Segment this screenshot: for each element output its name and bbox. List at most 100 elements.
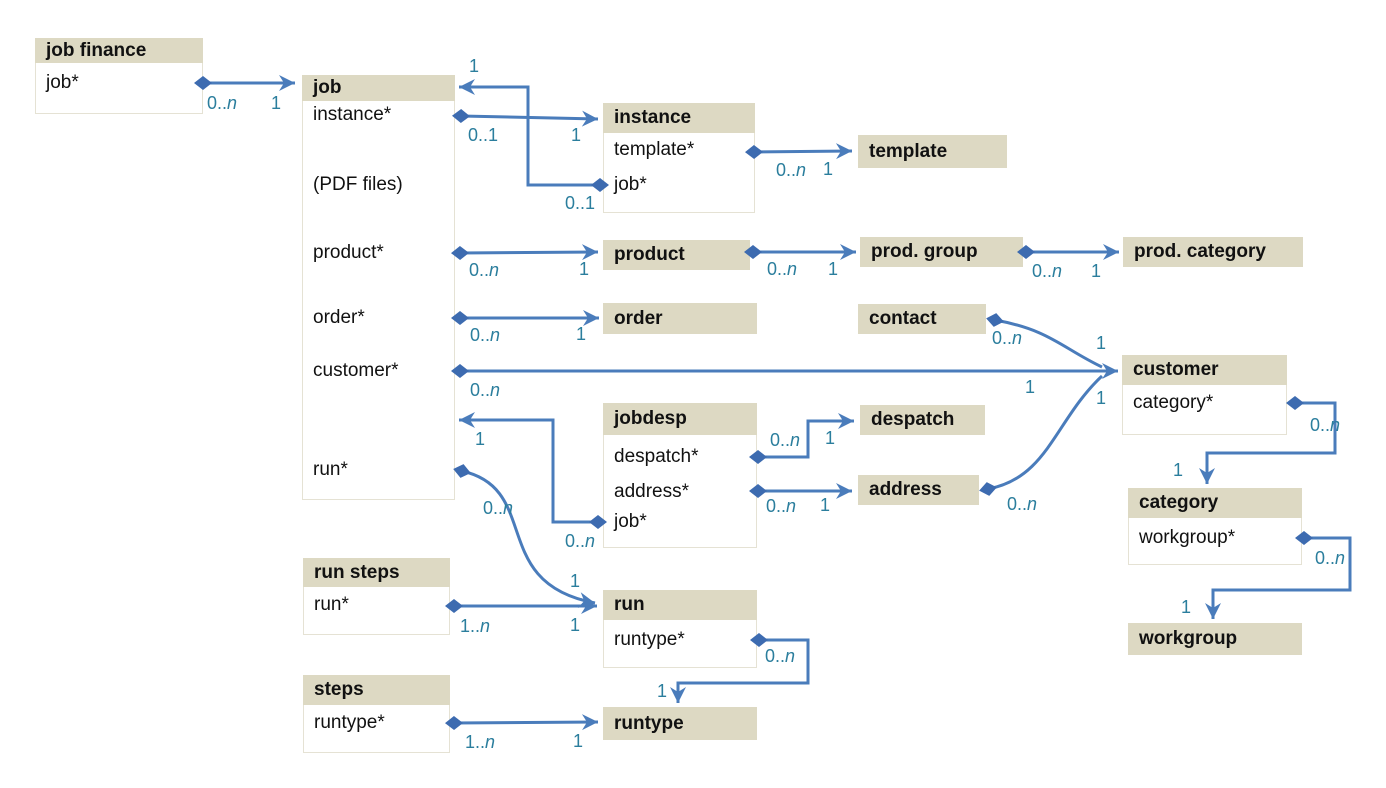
entity-title-address: address: [858, 475, 979, 505]
cardinality-label-job-order: 1: [576, 324, 586, 344]
entity-job-finance: job finance job*: [35, 38, 203, 114]
entity-title-prod-category: prod. category: [1123, 237, 1303, 267]
cardinality-label-steps-runtype: 1: [573, 731, 583, 751]
entity-body-run-steps: [303, 587, 450, 635]
cardinality-label-address-customer: 0..n: [1007, 494, 1037, 514]
field-customer-category: category*: [1133, 392, 1214, 413]
field-job-finance-job: job*: [46, 72, 79, 93]
field-instance-template: template*: [614, 139, 695, 160]
connector-jobdesp-job: [459, 412, 607, 529]
connector-job-run: [453, 464, 596, 608]
cardinality-label-steps-runtype: 1..n: [465, 732, 495, 752]
field-job-run: run*: [313, 459, 348, 480]
cardinality-label-contact-customer: 0..n: [992, 328, 1022, 348]
cardinality-label-runsteps-run: 1..n: [460, 616, 490, 636]
entity-prod-group: prod. group: [860, 237, 1023, 267]
entity-instance: instance template* job*: [603, 103, 755, 213]
entity-title-customer: customer: [1122, 355, 1287, 385]
cardinality-label-jobdesp-job: 1: [475, 429, 485, 449]
cardinality-label-instance-template: 1: [823, 159, 833, 179]
cardinality-label-instance-job: 0..1: [565, 193, 595, 213]
cardinality-label-job-product: 1: [579, 259, 589, 279]
entity-title-prod-group: prod. group: [860, 237, 1023, 267]
cardinality-label-category-workgroup: 0..n: [1315, 548, 1345, 568]
cardinality-label-jobfinance-job: 1: [271, 93, 281, 113]
cardinality-label-category-workgroup: 1: [1181, 597, 1191, 617]
field-jobdesp-despatch: despatch*: [614, 446, 699, 467]
cardinality-label-product-prodgroup: 1: [828, 259, 838, 279]
connector-contact-customer: [986, 313, 1103, 369]
cardinality-label-jobdesp-despatch: 1: [825, 428, 835, 448]
cardinality-label-customer-category: 0..n: [1310, 415, 1340, 435]
entity-run-steps: run steps run*: [303, 558, 450, 635]
field-job-customer: customer*: [313, 360, 399, 381]
entity-contact: contact: [858, 304, 986, 334]
field-job-instance: instance*: [313, 104, 392, 125]
cardinality-label-job-instance: 1: [571, 125, 581, 145]
field-job-PDFfiles: (PDF files): [313, 174, 403, 195]
field-run-steps-run: run*: [314, 594, 349, 615]
cardinality-label-jobdesp-address: 1: [820, 495, 830, 515]
entity-prod-category: prod. category: [1123, 237, 1303, 267]
connector-job-product: [451, 244, 599, 261]
cardinality-label-run-runtype: 1: [657, 681, 667, 701]
cardinality-label-runsteps-run: 1: [570, 615, 580, 635]
connector-address-customer: [979, 374, 1104, 496]
field-run-runtype: runtype*: [614, 629, 685, 650]
entity-title-despatch: despatch: [860, 405, 985, 435]
entity-template: template: [858, 135, 1007, 168]
cardinality-label-contact-customer: 1: [1096, 333, 1106, 353]
entity-runtype: runtype: [603, 707, 757, 740]
entity-despatch: despatch: [860, 405, 985, 435]
entity-title-steps: steps: [303, 675, 450, 705]
entity-title-product: product: [603, 240, 750, 270]
entity-body-steps: [303, 705, 450, 753]
connector-instance-template: [745, 143, 853, 160]
entity-title-workgroup: workgroup: [1128, 623, 1302, 655]
cardinality-label-job-customer: 0..n: [470, 380, 500, 400]
entity-product: product: [603, 240, 750, 270]
cardinality-label-instance-template: 0..n: [776, 160, 806, 180]
cardinality-label-prodgroup-prodcategory: 1: [1091, 261, 1101, 281]
cardinality-label-job-product: 0..n: [469, 260, 499, 280]
cardinality-label-address-customer: 1: [1096, 388, 1106, 408]
cardinality-label-jobdesp-job: 0..n: [565, 531, 595, 551]
cardinality-label-job-run: 1: [570, 571, 580, 591]
entity-order: order: [603, 303, 757, 334]
entity-title-instance: instance: [603, 103, 755, 133]
cardinality-label-run-runtype: 0..n: [765, 646, 795, 666]
cardinality-label-jobfinance-job: 0..n: [207, 93, 237, 113]
entity-body-jobdesp: [603, 435, 757, 548]
connector-steps-runtype: [445, 714, 599, 731]
entity-title-template: template: [858, 135, 1007, 168]
entity-body-job-finance: [35, 63, 203, 114]
cardinality-label-job-instance: 0..1: [468, 125, 498, 145]
field-job-product: product*: [313, 242, 384, 263]
entity-customer: customer category*: [1122, 355, 1287, 435]
entity-body-instance: [603, 133, 755, 213]
connector-jobdesp-despatch: [749, 413, 854, 464]
entity-title-job-finance: job finance: [35, 38, 203, 63]
cardinality-label-prodgroup-prodcategory: 0..n: [1032, 261, 1062, 281]
field-jobdesp-address: address*: [614, 481, 689, 502]
entity-workgroup: workgroup: [1128, 623, 1302, 655]
entity-title-job: job: [302, 75, 455, 101]
field-steps-runtype: runtype*: [314, 712, 385, 733]
field-jobdesp-job: job*: [614, 511, 647, 532]
connector-job-instance: [452, 109, 599, 127]
entity-steps: steps runtype*: [303, 675, 450, 753]
field-instance-job: job*: [614, 174, 647, 195]
cardinality-label-jobdesp-address: 0..n: [766, 496, 796, 516]
cardinality-label-job-order: 0..n: [470, 325, 500, 345]
entity-title-order: order: [603, 303, 757, 334]
field-category-workgroup: workgroup*: [1139, 527, 1236, 548]
cardinality-label-jobdesp-despatch: 0..n: [770, 430, 800, 450]
connector-instance-job: [459, 79, 609, 192]
cardinality-label-customer-category: 1: [1173, 460, 1183, 480]
entity-title-run-steps: run steps: [303, 558, 450, 587]
cardinality-label-job-run: 0..n: [483, 498, 513, 518]
